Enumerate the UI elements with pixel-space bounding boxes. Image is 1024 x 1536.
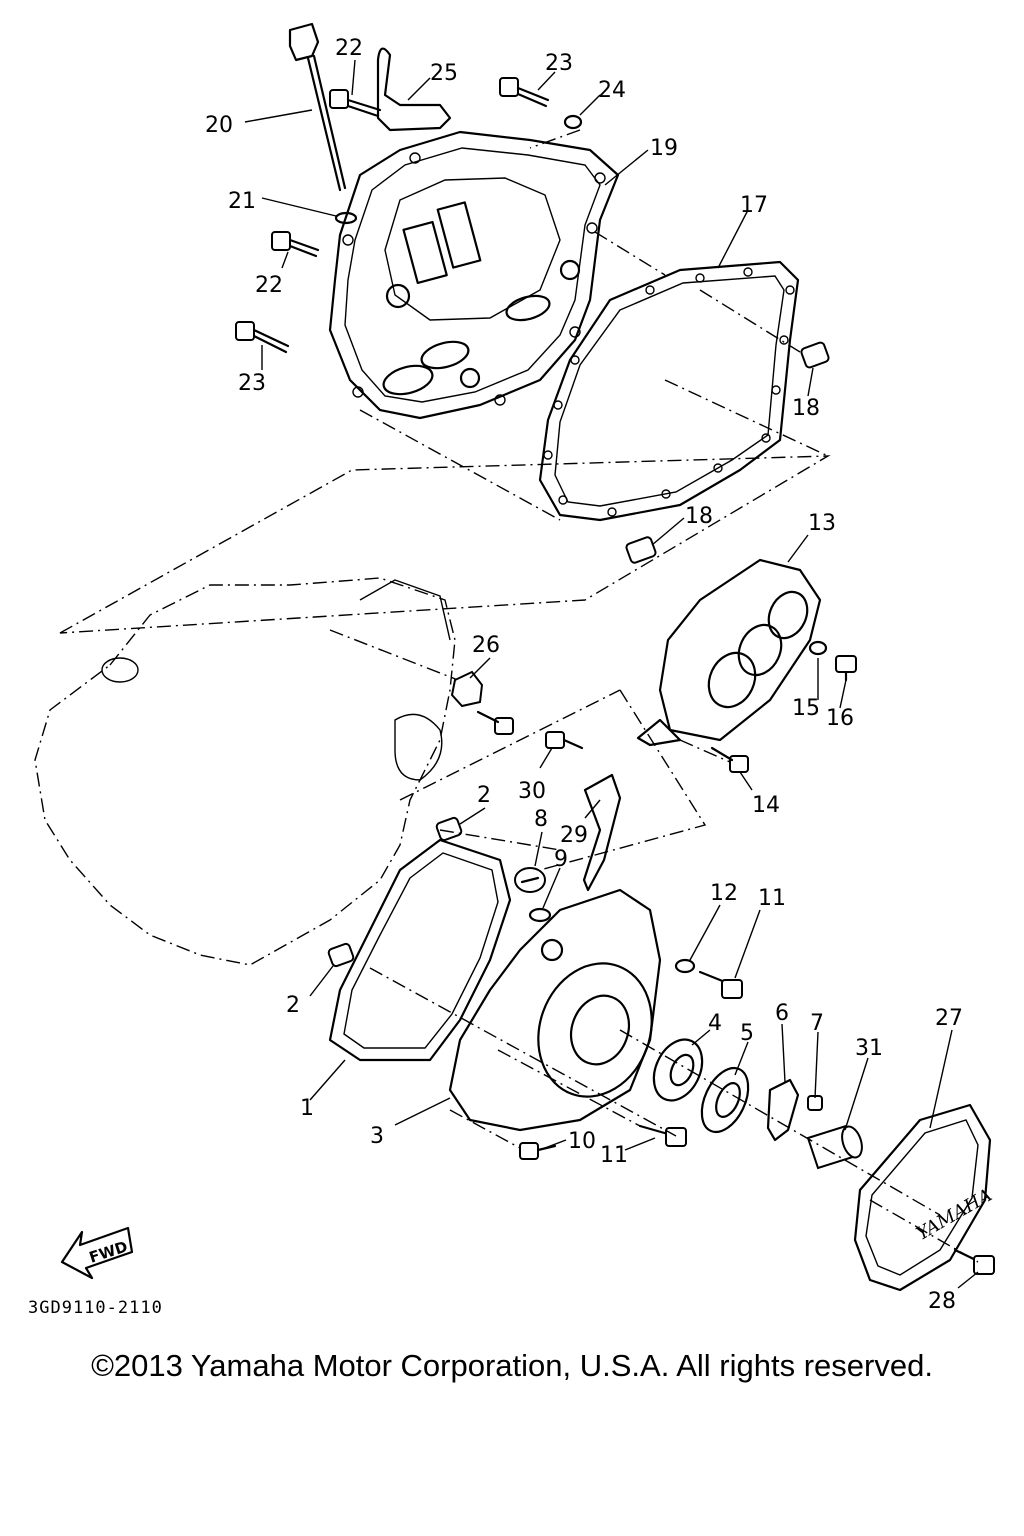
- cover-gasket-upper: [538, 260, 800, 522]
- callout-label: 2: [477, 783, 491, 808]
- dowel-2b: [327, 942, 355, 968]
- oil-dipstick: [288, 22, 347, 192]
- callout-label: 24: [598, 78, 626, 103]
- crankcase-cover-lower: [448, 888, 662, 1132]
- dowel-pin-18b: [625, 536, 657, 564]
- callout-label: 15: [792, 696, 820, 721]
- bolt-16: [835, 655, 857, 682]
- engine-crankcase-outline: [34, 577, 707, 966]
- callout-label: 2: [286, 993, 300, 1018]
- oil-seal-4: [652, 1038, 704, 1102]
- callout-label: 28: [928, 1289, 956, 1314]
- spacer-31: [806, 1124, 863, 1170]
- copyright-notice: ©2013 Yamaha Motor Corporation, U.S.A. A…: [91, 1348, 933, 1383]
- gasket-1: [328, 838, 512, 1062]
- exploded-parts-diagram: YAMAHA FWD: [34, 22, 996, 1314]
- oil-seal-5: [700, 1066, 750, 1134]
- callouts: 22 25 23 24 20 19 21 17 22 23 18 18 13 2…: [205, 36, 963, 1314]
- oil-filler-plug-8: [514, 867, 546, 893]
- washer-24: [563, 114, 583, 130]
- callout-label: 3: [370, 1124, 384, 1149]
- bolt-30: [545, 731, 584, 750]
- washer-12: [674, 958, 696, 974]
- callout-label: 11: [758, 886, 786, 911]
- callout-label: 23: [238, 371, 266, 396]
- callout-label: 11: [600, 1143, 628, 1168]
- callout-label: 29: [560, 823, 588, 848]
- callout-label: 5: [740, 1021, 754, 1046]
- callout-label: 19: [650, 136, 678, 161]
- fwd-label: FWD: [87, 1237, 130, 1266]
- callout-label: 30: [518, 779, 546, 804]
- bolt-14: [710, 746, 749, 773]
- bolt-11a: [698, 970, 743, 999]
- callout-label: 22: [255, 273, 283, 298]
- callout-label: 26: [472, 633, 500, 658]
- callout-label: 21: [228, 189, 256, 214]
- leader-lines: [244, 59, 979, 1289]
- callout-label: 25: [430, 61, 458, 86]
- callout-label: 27: [935, 1006, 963, 1031]
- callout-label: 13: [808, 511, 836, 536]
- screw-7: [807, 1095, 823, 1111]
- callout-label: 31: [855, 1036, 883, 1061]
- crankcase-cover-upper: [328, 130, 620, 420]
- bolt-23a: [499, 77, 550, 108]
- callout-label: 10: [568, 1129, 596, 1154]
- callout-label: 23: [545, 51, 573, 76]
- callout-label: 18: [685, 504, 713, 529]
- callout-label: 1: [300, 1096, 314, 1121]
- bracket-25: [376, 47, 452, 132]
- callout-label: 4: [708, 1011, 722, 1036]
- callout-label: 6: [775, 1001, 789, 1026]
- callout-label: 22: [335, 36, 363, 61]
- dowel-2a: [435, 816, 463, 842]
- o-ring-9: [528, 907, 552, 923]
- bolt-11b: [638, 1124, 687, 1147]
- cover-brand-text: YAMAHA: [913, 1185, 996, 1245]
- callout-label: 16: [826, 706, 854, 731]
- bolt-28: [953, 1248, 995, 1275]
- bolt-10: [519, 1142, 557, 1160]
- bolt-22b: [271, 231, 320, 258]
- callout-label: 12: [710, 881, 738, 906]
- fwd-arrow-icon: FWD: [60, 1226, 134, 1280]
- callout-label: 8: [534, 807, 548, 832]
- mounting-plane-outline: [59, 455, 831, 634]
- callout-label: 14: [752, 793, 780, 818]
- washer-15: [808, 640, 828, 656]
- callout-label: 7: [810, 1011, 824, 1036]
- sprocket-cover: [636, 558, 822, 747]
- bolt-23b: [235, 321, 290, 354]
- callout-label: 20: [205, 113, 233, 138]
- retainer-6: [766, 1078, 800, 1142]
- callout-label: 18: [792, 396, 820, 421]
- o-ring-21: [334, 211, 358, 225]
- bolt-22a: [329, 89, 382, 118]
- clamp-29: [582, 773, 622, 892]
- damper-26: [450, 670, 514, 735]
- diagram-code: 3GD9110-2110: [28, 1298, 163, 1318]
- dowel-pin-18a: [800, 341, 830, 369]
- callout-label: 9: [554, 847, 568, 872]
- callout-label: 17: [740, 193, 768, 218]
